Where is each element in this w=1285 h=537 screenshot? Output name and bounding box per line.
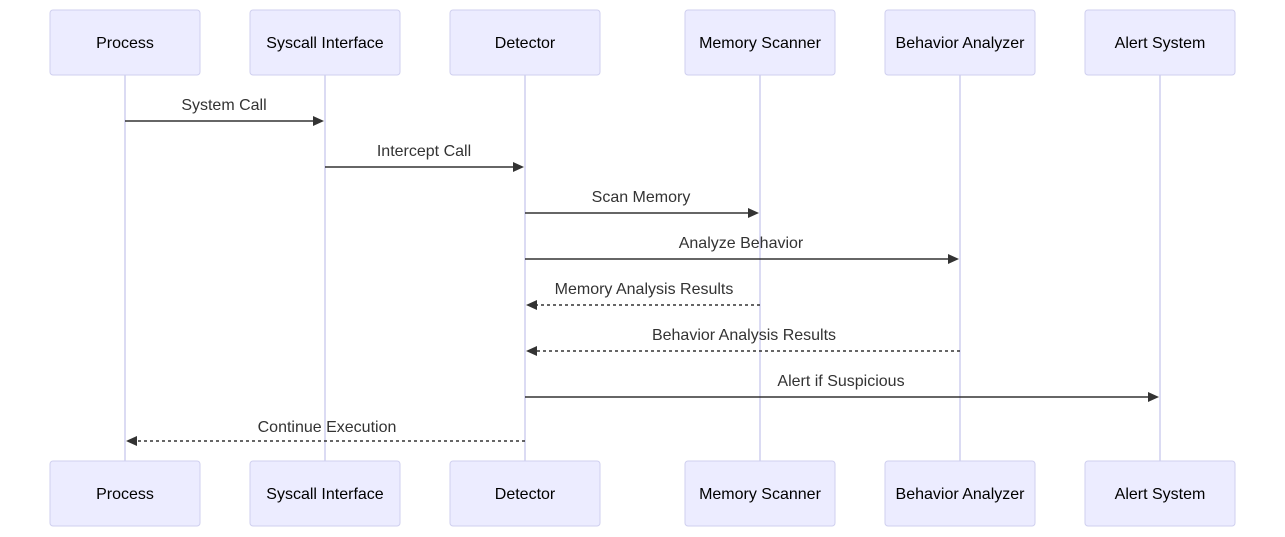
arrowhead-icon [1148,392,1159,402]
arrowhead-icon [513,162,524,172]
participant-memory-scanner-bottom: Memory Scanner [684,460,836,527]
message-label: Memory Analysis Results [555,281,734,298]
message-scan-memory: Scan Memory [525,189,759,218]
participant-label: Behavior Analyzer [896,486,1026,503]
participant-label: Memory Scanner [699,486,821,503]
participants-bottom: Process Syscall Interface Detector Memor… [49,460,1236,527]
participant-label: Syscall Interface [266,486,383,503]
participant-process-bottom: Process [49,460,201,527]
participant-label: Syscall Interface [266,35,383,52]
lifelines [124,75,1161,461]
message-label: Scan Memory [592,189,691,206]
participant-detector-bottom: Detector [449,460,601,527]
participant-syscall-interface-bottom: Syscall Interface [249,460,401,527]
participant-label: Detector [495,35,556,52]
messages: System Call Intercept Call Scan Memory A… [125,97,1159,446]
participant-syscall-interface-top: Syscall Interface [249,9,401,76]
message-analyze-behavior: Analyze Behavior [525,235,959,264]
message-intercept-call: Intercept Call [325,143,524,172]
message-label: Alert if Suspicious [777,373,904,390]
participant-behavior-analyzer-top: Behavior Analyzer [884,9,1036,76]
participant-label: Process [96,35,154,52]
participants-top: Process Syscall Interface Detector Memor… [49,9,1236,76]
participant-label: Behavior Analyzer [896,35,1026,52]
message-label: Behavior Analysis Results [652,327,836,344]
message-label: System Call [181,97,266,114]
participant-label: Process [96,486,154,503]
participant-alert-system-bottom: Alert System [1084,460,1236,527]
arrowhead-icon [313,116,324,126]
participant-detector-top: Detector [449,9,601,76]
participant-label: Alert System [1115,486,1206,503]
participant-label: Memory Scanner [699,35,821,52]
message-behavior-analysis-results: Behavior Analysis Results [526,327,960,356]
participant-memory-scanner-top: Memory Scanner [684,9,836,76]
message-label: Analyze Behavior [679,235,804,252]
arrowhead-icon [748,208,759,218]
participant-label: Alert System [1115,35,1206,52]
message-system-call: System Call [125,97,324,126]
message-memory-analysis-results: Memory Analysis Results [526,281,760,310]
message-label: Intercept Call [377,143,471,160]
arrowhead-icon [526,300,537,310]
arrowhead-icon [126,436,137,446]
arrowhead-icon [948,254,959,264]
participant-alert-system-top: Alert System [1084,9,1236,76]
participant-behavior-analyzer-bottom: Behavior Analyzer [884,460,1036,527]
participant-label: Detector [495,486,556,503]
message-continue-execution: Continue Execution [126,419,525,446]
arrowhead-icon [526,346,537,356]
message-label: Continue Execution [258,419,397,436]
participant-process-top: Process [49,9,201,76]
message-alert-if-suspicious: Alert if Suspicious [525,373,1159,402]
